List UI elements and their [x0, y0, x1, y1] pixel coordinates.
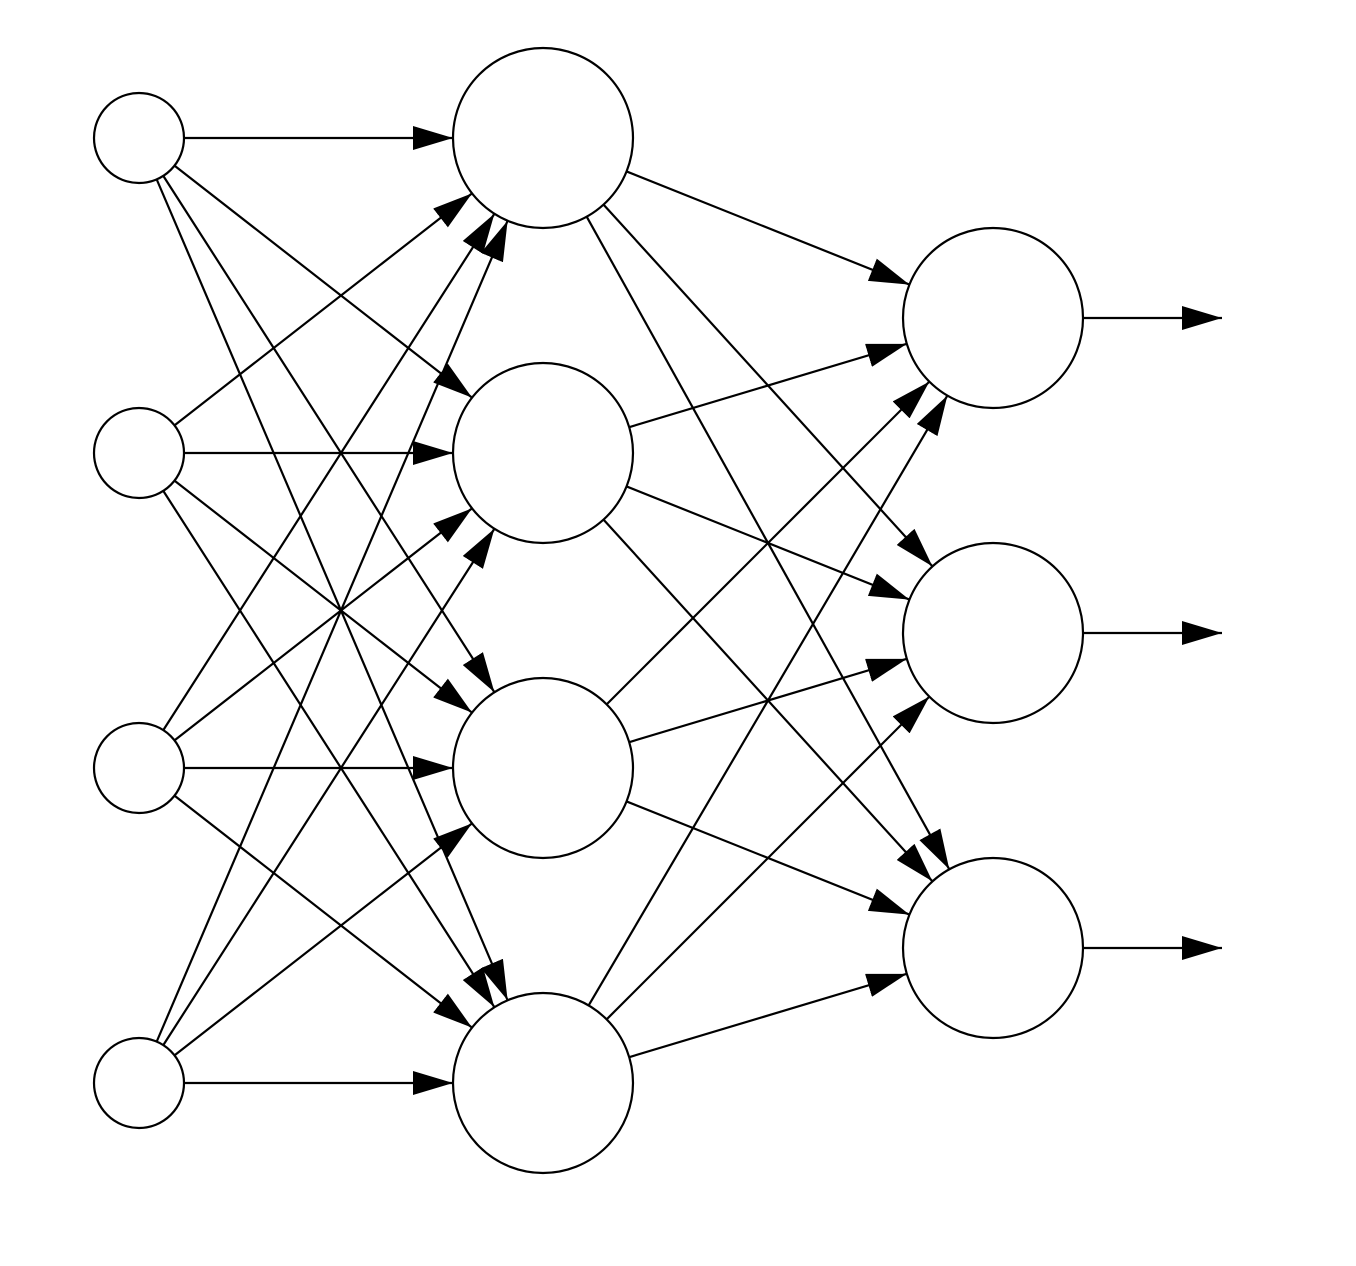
connection-arrow: [173, 822, 473, 1057]
connection-arrow: [173, 479, 473, 714]
connection-arrow: [162, 175, 496, 693]
output-neuron: [901, 856, 1085, 1040]
connection-arrow: [173, 507, 473, 742]
hidden-neuron: [451, 991, 635, 1175]
input-neuron: [92, 406, 186, 500]
connection-arrow: [628, 972, 908, 1059]
connection-arrow: [162, 528, 496, 1046]
connection-arrow: [155, 220, 509, 1043]
neurons: [92, 46, 1085, 1175]
connection-arrow: [173, 794, 473, 1029]
connection-arrow: [173, 192, 473, 427]
hidden-neuron: [451, 361, 635, 545]
connection-arrow: [155, 178, 509, 1001]
connection-arrow: [173, 164, 473, 399]
input-neuron: [92, 1036, 186, 1130]
hidden-neuron: [451, 46, 635, 230]
input-neuron: [92, 91, 186, 185]
hidden-neuron: [451, 676, 635, 860]
connection-arrow: [626, 170, 910, 286]
connection-arrow: [605, 695, 931, 1021]
connection-arrow: [162, 490, 496, 1008]
connection-arrow: [162, 213, 496, 731]
input-neuron: [92, 721, 186, 815]
output-neuron: [901, 541, 1085, 725]
connection-arrow: [587, 395, 949, 1006]
connection-arrow: [605, 380, 931, 706]
output-neuron: [901, 226, 1085, 410]
connections: [155, 126, 1222, 1095]
connection-arrow: [628, 342, 908, 429]
